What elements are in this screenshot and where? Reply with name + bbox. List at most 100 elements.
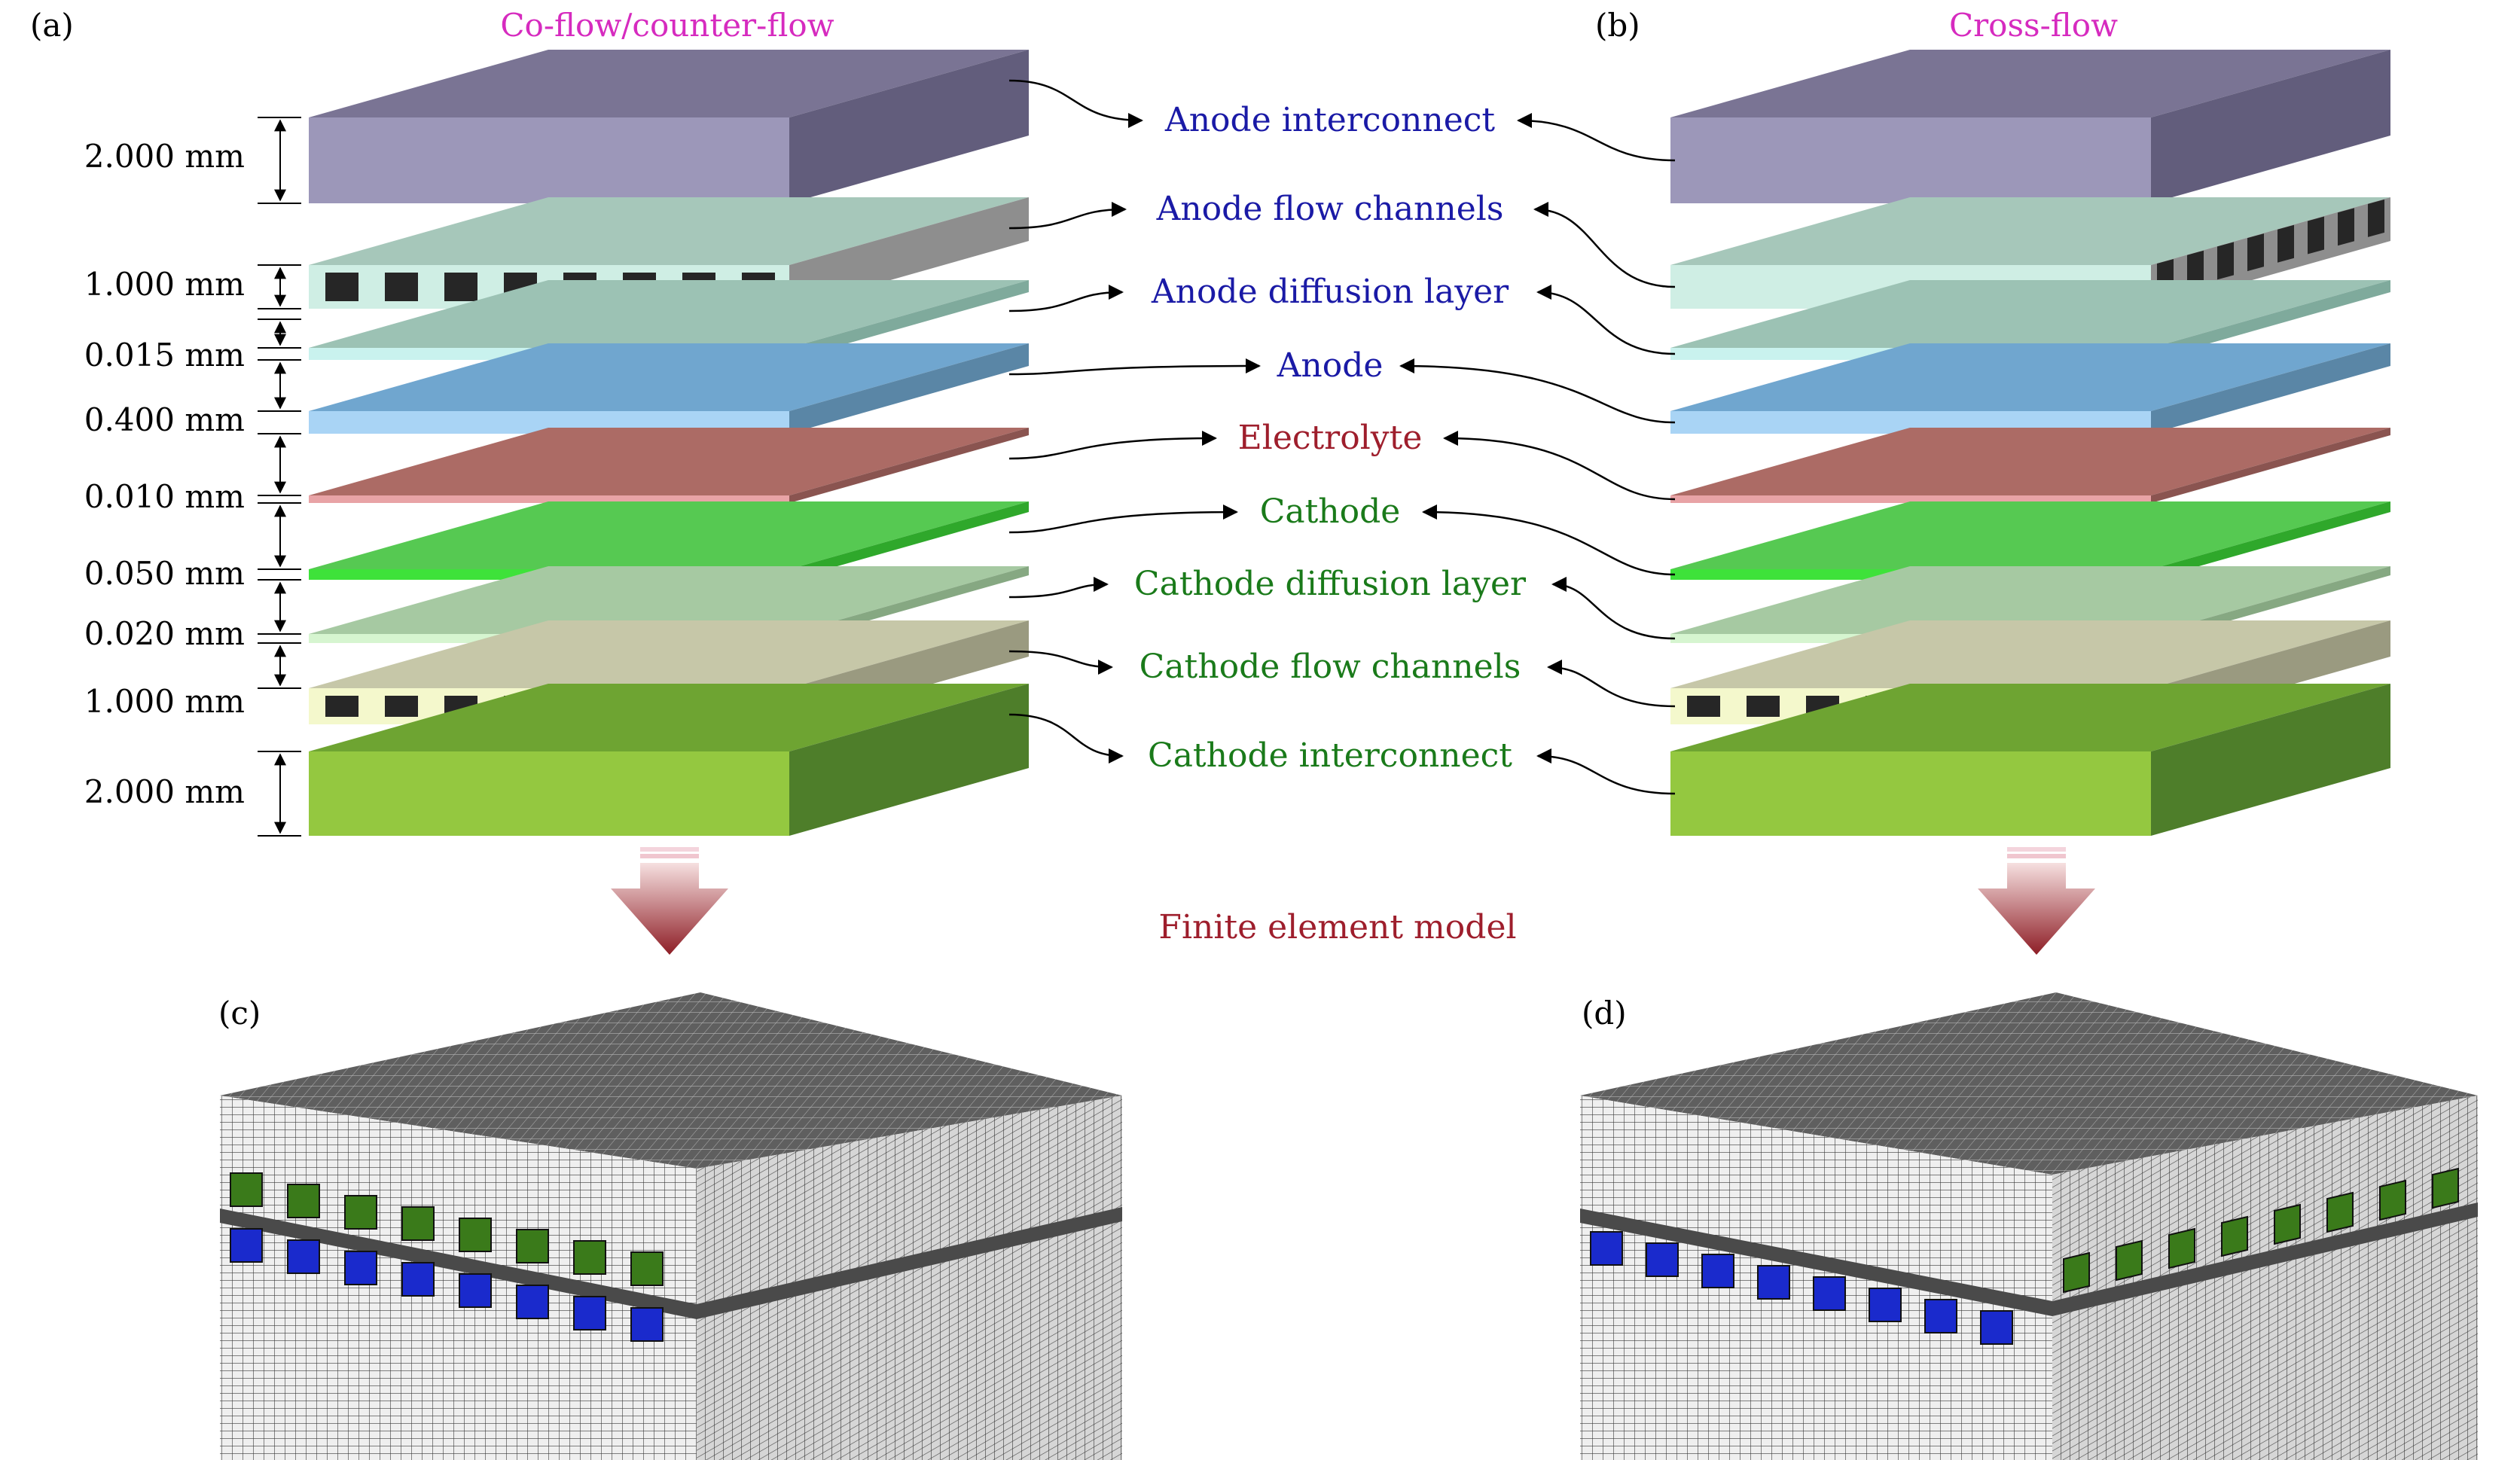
- pointer-arrow: [1008, 713, 1124, 764]
- down-arrow-right: [1978, 847, 2095, 955]
- mesh-anode-channel: [1980, 1310, 2013, 1345]
- channel-slot: [2368, 199, 2384, 237]
- channel-slot: [2308, 216, 2324, 255]
- finite-element-label: Finite element model: [1158, 908, 1516, 946]
- mesh-anode-channel: [630, 1307, 664, 1342]
- mesh-top-c: [220, 992, 1122, 1169]
- layer-top-face: [309, 684, 1029, 751]
- mesh-front-c: [220, 1096, 697, 1460]
- layer-side-face: [789, 684, 1029, 836]
- mesh-cathode-channel: [2326, 1191, 2354, 1233]
- channel-slot: [325, 273, 358, 301]
- layer-top-face: [309, 50, 1029, 117]
- layer-top-face: [309, 566, 1029, 634]
- layer-side-face: [2151, 428, 2390, 503]
- mesh-cathode-channel: [2274, 1203, 2301, 1245]
- mesh-anode-channel: [459, 1273, 492, 1308]
- layer-stack-left: [309, 50, 1029, 836]
- layer-top-face: [1670, 684, 2390, 751]
- pointer-arrow: [1443, 431, 1676, 501]
- label-cathode-diffusion-layer: Cathode diffusion layer: [1134, 565, 1527, 603]
- layer-top-face: [1670, 620, 2390, 688]
- layer-top-face: [309, 501, 1029, 569]
- label-anode-diffusion-layer: Anode diffusion layer: [1151, 273, 1509, 311]
- pointer-arrow: [1517, 113, 1676, 162]
- pointer-arrow: [1008, 202, 1127, 230]
- mesh-cathode-channel: [2168, 1227, 2195, 1269]
- pointer-arrow: [1008, 650, 1113, 675]
- dimension-label: 2.000 mm: [84, 138, 245, 175]
- layer-front-face: [1670, 495, 2151, 503]
- mesh-cathode-channel: [630, 1251, 664, 1286]
- channel-slot: [385, 273, 418, 301]
- mesh-top-d: [1580, 992, 2478, 1175]
- mesh-cathode-channel: [573, 1240, 606, 1275]
- layer-anode-interconnect: [309, 50, 1029, 203]
- layer-side-face: [2151, 501, 2390, 580]
- label-anode-interconnect: Anode interconnect: [1164, 101, 1495, 139]
- layer-front-face: [1670, 117, 2151, 203]
- dimension-label: 0.050 mm: [84, 555, 245, 592]
- mesh-model-coflow: [220, 992, 1122, 1460]
- channel-slot: [385, 696, 418, 717]
- layer-side-face: [2151, 684, 2390, 836]
- layer-side-face: [789, 428, 1029, 503]
- pointer-arrow: [1008, 358, 1261, 376]
- mesh-anode-channel: [1701, 1254, 1734, 1288]
- mesh-cathode-channel: [230, 1172, 263, 1207]
- layer-top-face: [309, 197, 1029, 265]
- mesh-anode-channel: [573, 1296, 606, 1330]
- mesh-anode-channel: [287, 1239, 320, 1274]
- layer-front-face: [309, 117, 789, 203]
- pointer-arrow: [1008, 79, 1143, 128]
- channel-slot: [2217, 242, 2234, 280]
- layer-top-face: [309, 280, 1029, 348]
- pointer-arrow: [1008, 285, 1124, 312]
- panel-b-tag: (b): [1595, 7, 1640, 44]
- mesh-cathode-channel: [2063, 1251, 2090, 1294]
- dimension-label: 2.000 mm: [84, 773, 245, 810]
- layer-side-face: [2151, 280, 2390, 360]
- layer-top-face: [1670, 566, 2390, 634]
- mesh-anode-channel: [516, 1285, 549, 1319]
- channel-slot: [2187, 250, 2204, 288]
- panel-a-title: Co-flow/counter-flow: [500, 7, 834, 44]
- mesh-cathode-channel: [401, 1206, 435, 1241]
- label-anode-flow-channels: Anode flow channels: [1156, 190, 1504, 228]
- mesh-side-c: [697, 1096, 1122, 1460]
- mesh-anode-channel: [1813, 1276, 1846, 1311]
- layer-side-face: [789, 280, 1029, 360]
- pointer-arrow: [1399, 358, 1676, 424]
- label-electrolyte: Electrolyte: [1238, 419, 1423, 457]
- mesh-anode-channel: [1590, 1231, 1623, 1266]
- dimension-column: 2.000 mm1.000 mm0.015 mm0.400 mm0.010 mm…: [84, 117, 301, 837]
- mesh-cathode-channel: [2116, 1239, 2143, 1282]
- layer-top-face: [1670, 197, 2390, 265]
- mesh-anode-channel: [1924, 1299, 1957, 1334]
- channel-slot: [1747, 696, 1780, 717]
- layer-side-face: [2151, 50, 2390, 203]
- down-arrow-left: [611, 847, 728, 955]
- channel-slot: [1687, 696, 1720, 717]
- dimension-label: 1.000 mm: [84, 683, 245, 720]
- layer-front-face: [309, 495, 789, 503]
- channel-slot: [2247, 233, 2264, 272]
- layer-side-face: [2151, 343, 2390, 434]
- mesh-cathode-channel: [2432, 1167, 2459, 1209]
- dimension-label: 1.000 mm: [84, 266, 245, 303]
- mesh-cathode-channel: [344, 1195, 377, 1230]
- layer-cathode-interconnect: [1670, 684, 2390, 836]
- pointer-arrow: [1551, 577, 1676, 640]
- mesh-model-crossflow: [1580, 992, 2478, 1460]
- pointer-arrow: [1008, 504, 1238, 534]
- layer-side-face: [789, 343, 1029, 434]
- pointer-arrow: [1422, 504, 1676, 576]
- layer-anode: [1670, 343, 2390, 434]
- panel-a-tag: (a): [30, 7, 74, 44]
- dimension-label: 0.400 mm: [84, 401, 245, 438]
- channel-slot: [2277, 224, 2294, 263]
- channel-slot: [325, 696, 358, 717]
- layer-top-face: [1670, 50, 2390, 117]
- layer-top-face: [1670, 280, 2390, 348]
